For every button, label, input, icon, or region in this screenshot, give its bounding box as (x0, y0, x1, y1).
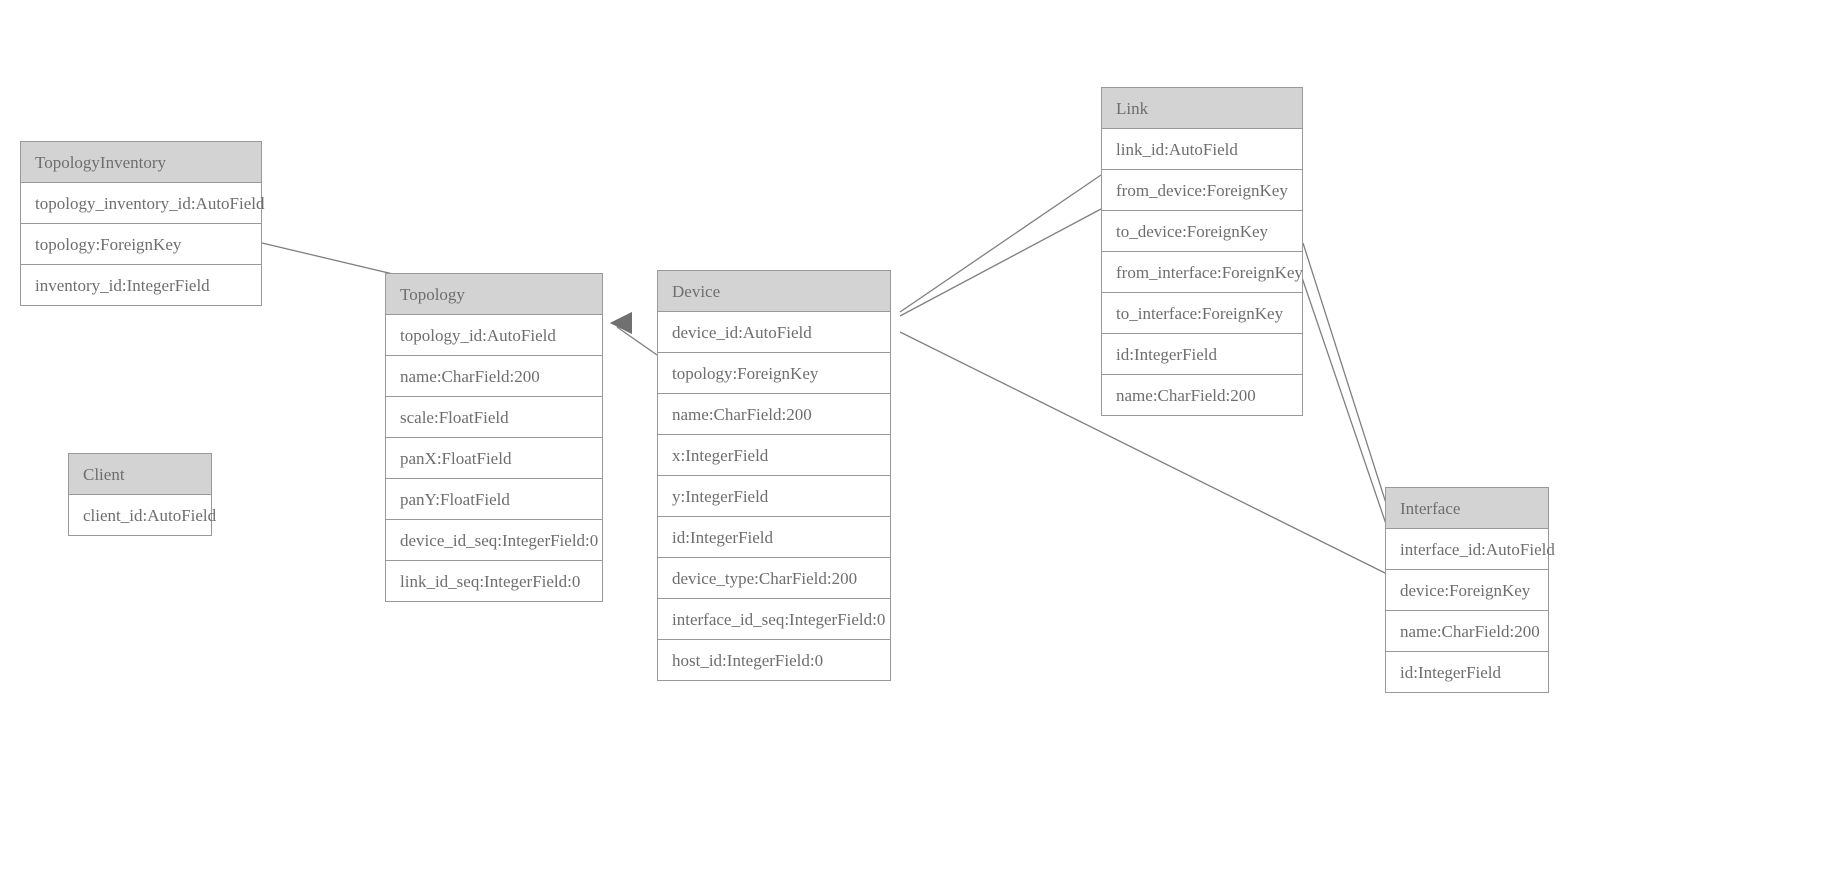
entity-field: panY:FloatField (386, 479, 602, 520)
entity-field: interface_id:AutoField (1386, 529, 1555, 570)
entity-field: id:IntegerField (658, 517, 890, 558)
relationship-arrowhead (610, 312, 632, 334)
entity-field: interface_id_seq:IntegerField:0 (658, 599, 890, 640)
entity-title-interface: Interface (1386, 488, 1548, 529)
entity-field: name:CharField:200 (658, 394, 890, 435)
entity-field: x:IntegerField (658, 435, 890, 476)
entity-field: panX:FloatField (386, 438, 602, 479)
entity-field: y:IntegerField (658, 476, 890, 517)
entity-title-client: Client (69, 454, 211, 495)
entity-field: topology_id:AutoField (386, 315, 602, 356)
entity-field: device_type:CharField:200 (658, 558, 890, 599)
relationship-line (899, 174, 1102, 313)
entity-field: topology:ForeignKey (658, 353, 890, 394)
entity-field: client_id:AutoField (69, 495, 216, 535)
entity-title-topology_inventory: TopologyInventory (21, 142, 261, 183)
entity-field: to_device:ForeignKey (1102, 211, 1302, 252)
relationship-line (1295, 259, 1387, 525)
entity-field: topology_inventory_id:AutoField (21, 183, 265, 224)
entity-field: inventory_id:IntegerField (21, 265, 261, 305)
entity-title-link: Link (1102, 88, 1302, 129)
entity-field: device_id:AutoField (658, 312, 890, 353)
entity-title-topology: Topology (386, 274, 602, 315)
entity-field: scale:FloatField (386, 397, 602, 438)
entity-title-device: Device (658, 271, 890, 312)
entity-field: device:ForeignKey (1386, 570, 1548, 611)
entity-field: name:CharField:200 (1386, 611, 1548, 652)
entity-field: topology:ForeignKey (21, 224, 261, 265)
relationship-line (1302, 242, 1393, 523)
relationship-line (899, 208, 1102, 317)
entity-field: from_device:ForeignKey (1102, 170, 1302, 211)
entity-field: name:CharField:200 (1102, 375, 1302, 415)
entity-field: id:IntegerField (1102, 334, 1302, 375)
entity-field: link_id_seq:IntegerField:0 (386, 561, 602, 601)
entity-field: link_id:AutoField (1102, 129, 1302, 170)
entity-field: to_interface:ForeignKey (1102, 293, 1302, 334)
entity-field: id:IntegerField (1386, 652, 1548, 692)
entity-field: host_id:IntegerField:0 (658, 640, 890, 680)
entity-field: name:CharField:200 (386, 356, 602, 397)
entity-field: from_interface:ForeignKey (1102, 252, 1303, 293)
relationship-line (616, 326, 658, 356)
relationship-arrowhead (610, 312, 632, 334)
entity-field: device_id_seq:IntegerField:0 (386, 520, 602, 561)
